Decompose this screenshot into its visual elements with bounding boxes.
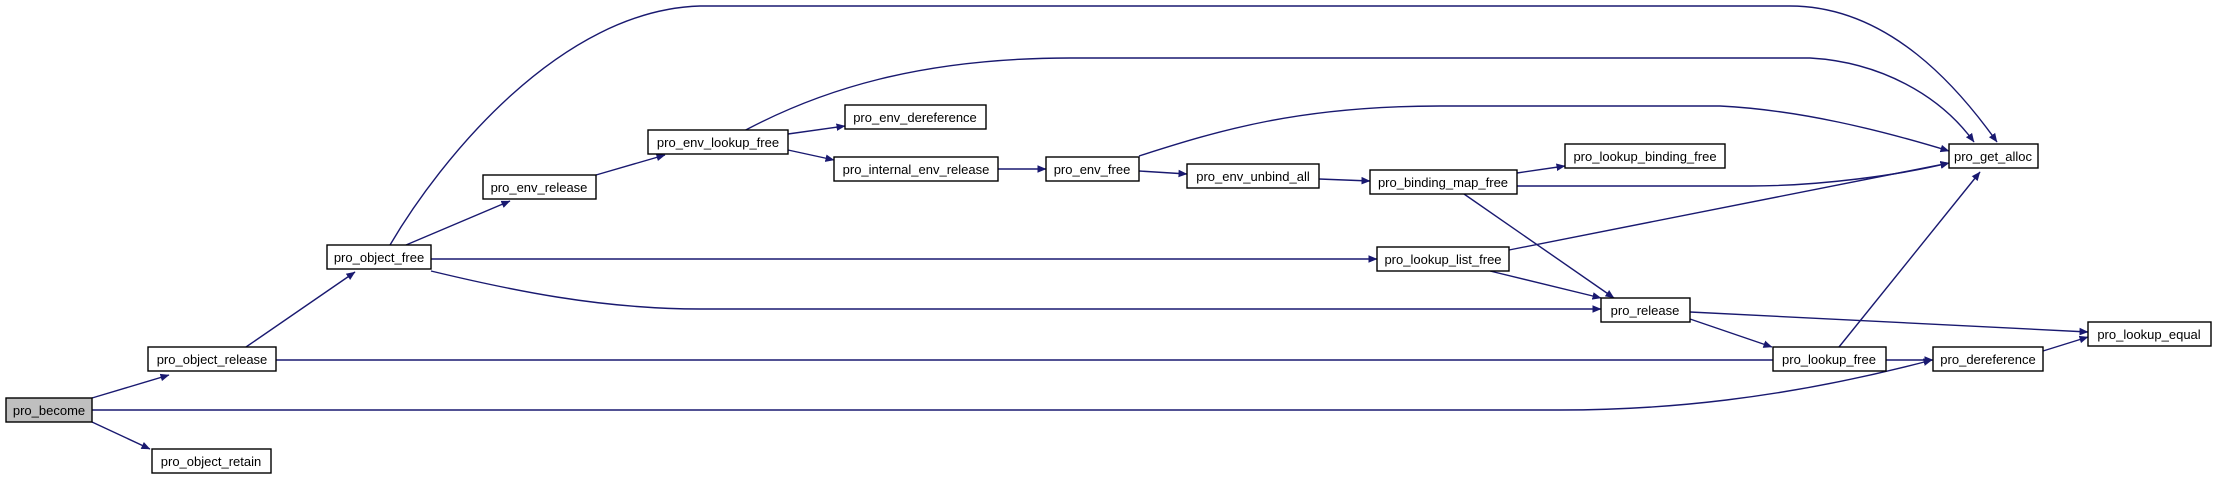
node-pro_lookup_binding_free[interactable]: pro_lookup_binding_free <box>1564 143 1726 169</box>
node-label: pro_env_lookup_free <box>657 135 779 150</box>
node-label: pro_lookup_free <box>1782 352 1876 367</box>
edge-pro_object_free-pro_env_release <box>405 200 511 246</box>
node-pro_env_release[interactable]: pro_env_release <box>482 174 597 200</box>
edge-pro_binding_map_free-pro_release <box>1463 193 1615 299</box>
edge-pro_binding_map_free-pro_lookup_binding_free <box>1516 163 1566 174</box>
edge-pro_env_release-pro_env_lookup_free <box>595 153 666 176</box>
node-label: pro_lookup_equal <box>2097 327 2200 342</box>
edge-pro_lookup_list_free-pro_release <box>1489 270 1602 300</box>
edge-pro_env_lookup_free-pro_internal_env_release <box>787 149 835 162</box>
node-pro_env_free[interactable]: pro_env_free <box>1045 156 1140 182</box>
node-pro_release[interactable]: pro_release <box>1600 297 1691 323</box>
node-label: pro_env_dereference <box>853 110 977 125</box>
node-label: pro_object_release <box>157 352 268 367</box>
node-label: pro_lookup_binding_free <box>1573 149 1716 164</box>
edge-pro_become-pro_object_release <box>91 373 170 399</box>
edge-pro_env_free-pro_get_alloc <box>1138 105 1950 157</box>
node-label: pro_env_free <box>1054 162 1131 177</box>
node-label: pro_env_unbind_all <box>1196 169 1310 184</box>
node-label: pro_object_retain <box>161 454 261 469</box>
nodes: pro_become pro_object_release pro_object… <box>5 104 2212 474</box>
edge-pro_become-pro_dereference <box>92 358 1933 411</box>
edge-pro_object_free-pro_release <box>430 270 1602 313</box>
node-pro_dereference[interactable]: pro_dereference <box>1932 346 2044 372</box>
node-pro_env_dereference[interactable]: pro_env_dereference <box>844 104 987 130</box>
edge-pro_lookup_list_free-pro_get_alloc <box>1508 160 1950 251</box>
node-pro_binding_map_free[interactable]: pro_binding_map_free <box>1369 169 1518 195</box>
edge-pro_lookup_free-pro_get_alloc <box>1838 171 1981 348</box>
edge-pro_env_lookup_free-pro_env_dereference <box>787 123 846 135</box>
node-label: pro_object_free <box>334 250 424 265</box>
node-pro_get_alloc[interactable]: pro_get_alloc <box>1948 143 2039 169</box>
node-label: pro_get_alloc <box>1954 149 2033 164</box>
node-label: pro_dereference <box>1940 352 2035 367</box>
edge-pro_release-pro_lookup_free <box>1689 318 1773 348</box>
edge-pro_become-pro_object_retain <box>91 421 151 450</box>
edge-pro_dereference-pro_lookup_equal <box>2042 335 2089 352</box>
edges <box>91 5 2089 450</box>
node-label: pro_env_release <box>491 180 588 195</box>
node-label: pro_become <box>13 403 85 418</box>
node-label: pro_release <box>1611 303 1680 318</box>
node-pro_lookup_list_free[interactable]: pro_lookup_list_free <box>1376 246 1510 272</box>
edge-pro_object_release-pro_object_free <box>245 271 356 348</box>
node-pro_lookup_free[interactable]: pro_lookup_free <box>1772 346 1887 372</box>
node-pro_object_free[interactable]: pro_object_free <box>326 244 432 270</box>
node-label: pro_internal_env_release <box>843 162 990 177</box>
node-pro_object_release[interactable]: pro_object_release <box>147 346 277 372</box>
edge-pro_env_lookup_free-pro_get_alloc <box>741 57 1975 143</box>
edge-pro_object_free-pro_get_alloc <box>389 5 1998 246</box>
edge-pro_env_unbind_all-pro_binding_map_free <box>1318 176 1371 185</box>
node-pro_lookup_equal[interactable]: pro_lookup_equal <box>2087 321 2212 347</box>
edge-pro_env_free-pro_env_unbind_all <box>1138 169 1188 178</box>
node-pro_env_lookup_free[interactable]: pro_env_lookup_free <box>647 129 789 155</box>
node-label: pro_lookup_list_free <box>1384 252 1501 267</box>
node-pro_env_unbind_all[interactable]: pro_env_unbind_all <box>1186 163 1320 189</box>
edge-pro_release-pro_lookup_equal <box>1689 311 2089 336</box>
node-label: pro_binding_map_free <box>1378 175 1508 190</box>
node-pro_object_retain[interactable]: pro_object_retain <box>151 448 272 474</box>
node-pro_internal_env_release[interactable]: pro_internal_env_release <box>833 156 999 182</box>
node-pro_become[interactable]: pro_become <box>5 397 93 423</box>
